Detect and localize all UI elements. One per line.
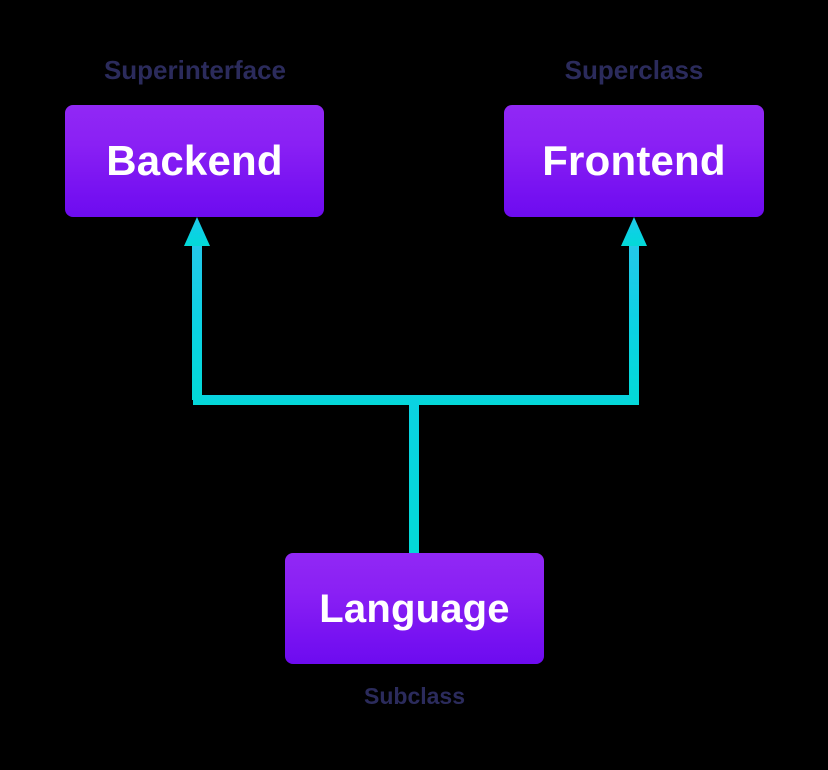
node-frontend-label: Frontend bbox=[542, 137, 726, 184]
connector-horizontal-bus bbox=[193, 395, 639, 405]
caption-superclass: Superclass bbox=[564, 55, 704, 85]
connector-riser-frontend bbox=[629, 240, 639, 400]
node-language-label: Language bbox=[319, 586, 510, 631]
connector-stem-language bbox=[409, 400, 419, 553]
arrowhead-frontend-icon bbox=[621, 217, 647, 246]
caption-subclass: Subclass bbox=[364, 683, 465, 709]
node-frontend[interactable]: Frontend bbox=[504, 105, 764, 217]
caption-superinterface: Superinterface bbox=[103, 55, 287, 85]
connector-riser-backend bbox=[192, 240, 202, 400]
node-backend[interactable]: Backend bbox=[65, 105, 324, 217]
node-language[interactable]: Language bbox=[285, 553, 544, 664]
arrowhead-backend-icon bbox=[184, 217, 210, 246]
node-backend-label: Backend bbox=[106, 137, 283, 184]
